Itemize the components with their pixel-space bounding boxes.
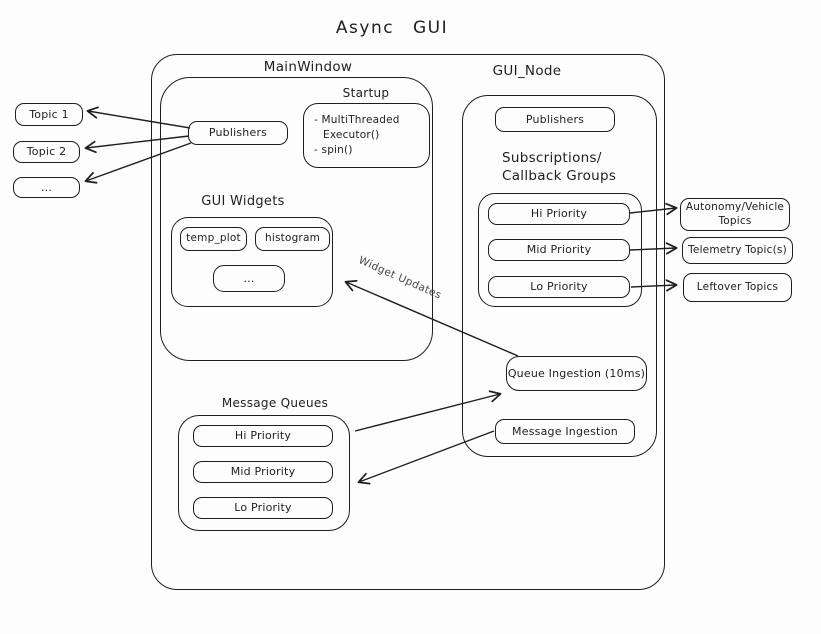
queue-hi-priority-label: Hi Priority: [234, 429, 292, 443]
gui-node-frame: [462, 95, 657, 457]
startup-line-3: - spin(): [314, 144, 353, 156]
queue-hi-priority-node: Hi Priority: [193, 425, 333, 447]
widget-temp-plot-label: temp_plot: [186, 232, 241, 245]
app-outer-frame: [151, 54, 665, 590]
topic-ellipsis-label: ...: [40, 180, 53, 194]
mainwindow-frame: [160, 77, 433, 361]
topic-2-label: Topic 2: [26, 145, 67, 159]
queue-ingestion-node: Queue Ingestion (10ms): [506, 356, 647, 391]
subscriptions-title-line1: Subscriptions/: [502, 150, 602, 166]
message-queues-frame: [178, 415, 350, 531]
leftover-topics-label: Leftover Topics: [696, 280, 779, 293]
widget-ellipsis-label: ...: [243, 271, 255, 285]
topic-1-label: Topic 1: [29, 107, 69, 121]
startup-line-2: Executor(): [323, 129, 380, 141]
mainwindow-label: MainWindow: [263, 59, 353, 75]
leftover-topics-node: Leftover Topics: [683, 273, 792, 302]
message-ingestion-label: Message Ingestion: [512, 424, 618, 438]
gui-node-label: GUI_Node: [492, 63, 562, 79]
gui-node-publishers-label: Publishers: [525, 112, 585, 126]
callback-lo-priority-node: Lo Priority: [488, 276, 630, 298]
widget-temp-plot-node: temp_plot: [180, 227, 247, 251]
topic-ellipsis-node: ...: [13, 177, 80, 198]
startup-line-1: - MultiThreaded: [314, 114, 400, 126]
startup-text: - MultiThreaded Executor() - spin(): [314, 113, 426, 158]
callback-hi-priority-label: Hi Priority: [530, 207, 588, 221]
gui-node-publishers-node: Publishers: [495, 107, 615, 132]
widget-histogram-label: histogram: [264, 232, 321, 245]
telemetry-topics-label: Telemetry Topic(s): [688, 243, 787, 256]
callback-mid-priority-label: Mid Priority: [526, 243, 592, 257]
topic-2-node: Topic 2: [13, 141, 80, 163]
callback-mid-priority-node: Mid Priority: [488, 239, 630, 261]
widget-histogram-node: histogram: [255, 227, 330, 251]
mainwindow-publishers-label: Publishers: [208, 126, 268, 140]
subscriptions-title: Subscriptions/ Callback Groups: [502, 150, 616, 185]
queue-lo-priority-node: Lo Priority: [193, 497, 333, 519]
mainwindow-publishers-node: Publishers: [188, 121, 288, 145]
startup-frame: [303, 103, 430, 168]
queue-mid-priority-node: Mid Priority: [193, 461, 333, 483]
diagram-title: Async GUI: [335, 18, 449, 38]
gui-widgets-label: GUI Widgets: [201, 194, 285, 209]
widget-ellipsis-node: ...: [213, 265, 285, 292]
queue-ingestion-label: Queue Ingestion (10ms): [507, 366, 646, 380]
telemetry-topics-node: Telemetry Topic(s): [682, 237, 793, 264]
queue-mid-priority-label: Mid Priority: [230, 465, 296, 479]
subscriptions-title-line2: Callback Groups: [502, 167, 617, 184]
callback-hi-priority-node: Hi Priority: [488, 203, 630, 225]
message-queues-label: Message Queues: [221, 396, 329, 410]
callback-lo-priority-label: Lo Priority: [530, 280, 588, 294]
gui-widgets-frame: [171, 217, 333, 307]
autonomy-vehicle-topics-label: Autonomy/Vehicle Topics: [685, 201, 785, 227]
message-ingestion-node: Message Ingestion: [495, 419, 635, 444]
autonomy-vehicle-topics-node: Autonomy/Vehicle Topics: [680, 198, 790, 231]
topic-1-node: Topic 1: [15, 103, 83, 126]
startup-label: Startup: [342, 86, 390, 100]
queue-lo-priority-label: Lo Priority: [234, 501, 292, 515]
